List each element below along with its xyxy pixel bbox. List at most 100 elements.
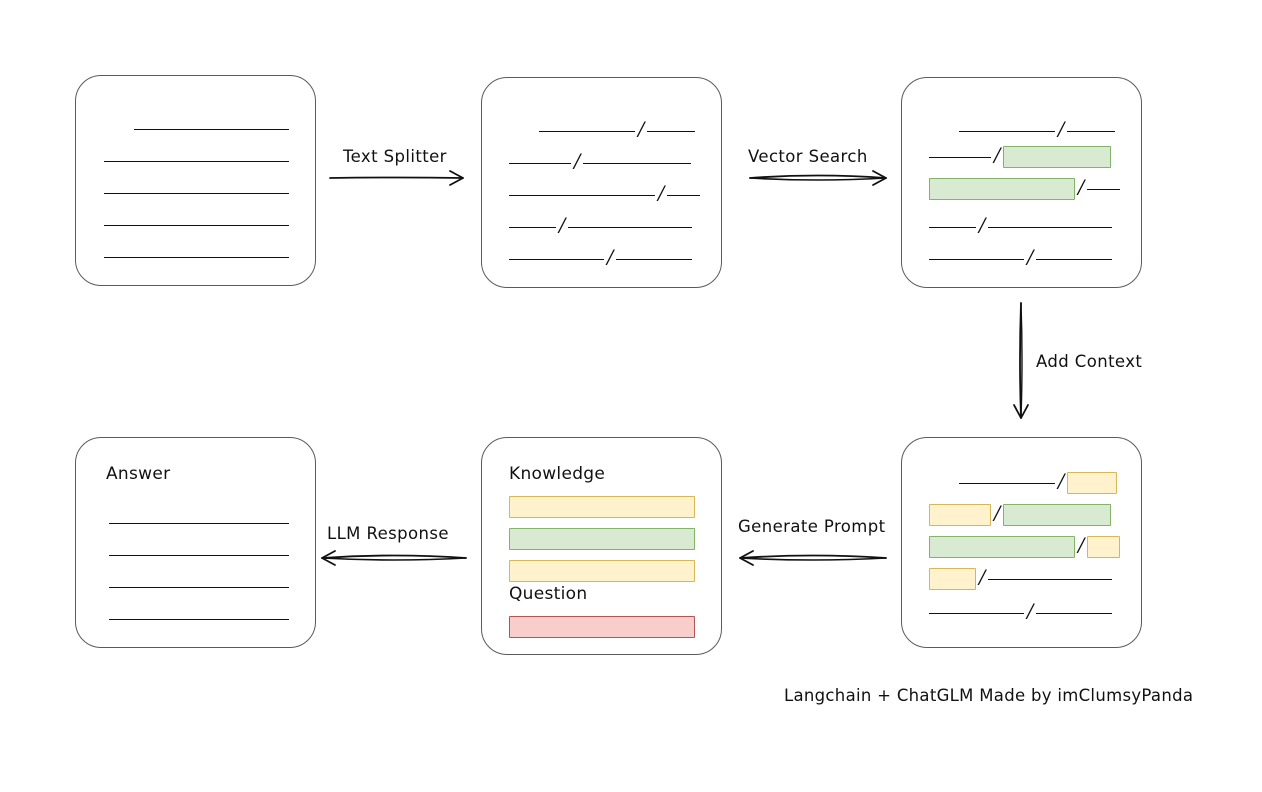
text-line (959, 482, 1055, 484)
chunk-separator-slash: / (1058, 118, 1065, 140)
document-row (109, 610, 289, 628)
highlight-chip-green[interactable] (1003, 504, 1112, 526)
document-row: / (509, 214, 693, 236)
chunk-separator-slash: / (559, 214, 566, 236)
highlight-chip-yellow[interactable] (509, 560, 695, 582)
text-line (667, 194, 701, 196)
answer-heading: Answer (106, 464, 171, 484)
chunk-separator-slash: / (1078, 176, 1085, 198)
knowledge-heading: Knowledge (509, 464, 606, 484)
document-row: / (509, 150, 692, 172)
text-line (509, 258, 604, 260)
edge-text-splitter-arrow (329, 170, 464, 186)
highlight-chip-yellow[interactable] (1087, 536, 1121, 558)
document-row: / (929, 216, 1113, 236)
highlight-chip-yellow[interactable] (929, 504, 991, 526)
text-line (109, 618, 289, 620)
text-line (509, 226, 556, 228)
text-line (1067, 130, 1116, 132)
text-line (109, 586, 289, 588)
text-line (509, 194, 655, 196)
question-heading: Question (509, 584, 588, 604)
text-line (583, 162, 692, 164)
text-line (104, 192, 289, 194)
text-line (104, 160, 289, 162)
text-line (109, 522, 289, 524)
text-line (1087, 188, 1121, 190)
highlight-chip-green[interactable] (509, 528, 695, 550)
text-line (539, 130, 635, 132)
document-row: / (929, 568, 1113, 590)
document-lines: ///// (482, 78, 721, 287)
text-line (1036, 612, 1113, 614)
document-row: / (959, 470, 1118, 494)
highlight-chip-green[interactable] (929, 178, 1075, 200)
footer-credit: Langchain + ChatGLM Made by imClumsyPand… (784, 686, 1194, 705)
highlight-chip-green[interactable] (929, 536, 1075, 558)
vector-search-results-card[interactable]: / / / / / (901, 77, 1142, 288)
edge-generate-prompt-arrow (739, 550, 887, 566)
text-line (616, 258, 693, 260)
document-row (104, 184, 289, 202)
edge-generate-prompt-label: Generate Prompt (738, 517, 886, 536)
text-line (509, 162, 571, 164)
document-row (109, 578, 289, 596)
edge-text-splitter-label: Text Splitter (343, 147, 447, 166)
context-added-document-card[interactable]: / / / / / (901, 437, 1142, 648)
text-line (109, 554, 289, 556)
edge-add-context-label: Add Context (1036, 352, 1143, 371)
edge-llm-response-arrow (321, 550, 467, 566)
text-line (104, 224, 289, 226)
document-row: / (509, 246, 693, 268)
document-row: / (929, 176, 1121, 200)
answer-lines: Answer (76, 438, 315, 647)
document-row (109, 514, 289, 532)
highlight-chip-green[interactable] (1003, 146, 1112, 168)
source-document-card[interactable] (75, 75, 316, 286)
document-row (104, 216, 289, 234)
text-line (929, 612, 1024, 614)
answer-card[interactable]: Answer (75, 437, 316, 648)
chunk-separator-slash: / (574, 150, 581, 172)
document-row: / (509, 182, 701, 204)
document-lines: / / / / / (902, 438, 1141, 647)
chunk-separator-slash: / (994, 144, 1001, 166)
document-row (509, 496, 695, 518)
text-line (568, 226, 693, 228)
text-line (1036, 258, 1113, 260)
document-row (509, 560, 695, 582)
chunk-separator-slash: / (1027, 600, 1034, 622)
document-row (104, 248, 289, 266)
edge-vector-search-label: Vector Search (748, 147, 868, 166)
chunk-separator-slash: / (1058, 470, 1065, 492)
document-lines (76, 76, 315, 285)
document-row: / (929, 144, 1112, 168)
highlight-chip-yellow[interactable] (929, 568, 976, 590)
text-line (929, 226, 976, 228)
document-row (109, 546, 289, 564)
highlight-chip-yellow[interactable] (1067, 472, 1118, 494)
text-line (104, 256, 289, 258)
document-row (509, 528, 695, 550)
edge-add-context-arrow (1013, 302, 1029, 419)
document-row: / (929, 502, 1112, 526)
edge-vector-search-arrow (749, 170, 887, 186)
highlight-chip-red[interactable] (509, 616, 695, 638)
document-row (134, 120, 289, 138)
split-chunks-document-card[interactable]: ///// (481, 77, 722, 288)
chunk-separator-slash: / (1027, 246, 1034, 268)
chunk-separator-slash: / (658, 182, 665, 204)
chunk-separator-slash: / (1078, 534, 1085, 556)
chunk-separator-slash: / (607, 246, 614, 268)
document-row: / (959, 118, 1116, 140)
chunk-separator-slash: / (994, 502, 1001, 524)
document-row: / (929, 534, 1121, 558)
text-line (647, 130, 696, 132)
highlight-chip-yellow[interactable] (509, 496, 695, 518)
document-row: / (929, 246, 1113, 268)
text-line (959, 130, 1055, 132)
document-row (104, 152, 289, 170)
